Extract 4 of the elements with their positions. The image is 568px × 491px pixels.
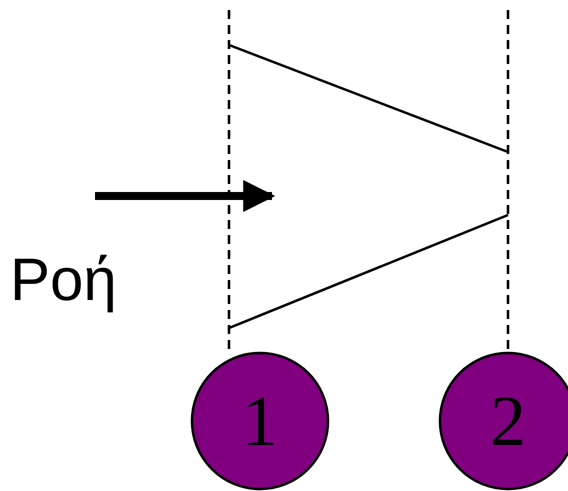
- circle-node: [190, 351, 330, 491]
- node-number: 1: [242, 385, 278, 457]
- flow-label: Ροή: [10, 250, 117, 310]
- node-number: 2: [490, 385, 526, 457]
